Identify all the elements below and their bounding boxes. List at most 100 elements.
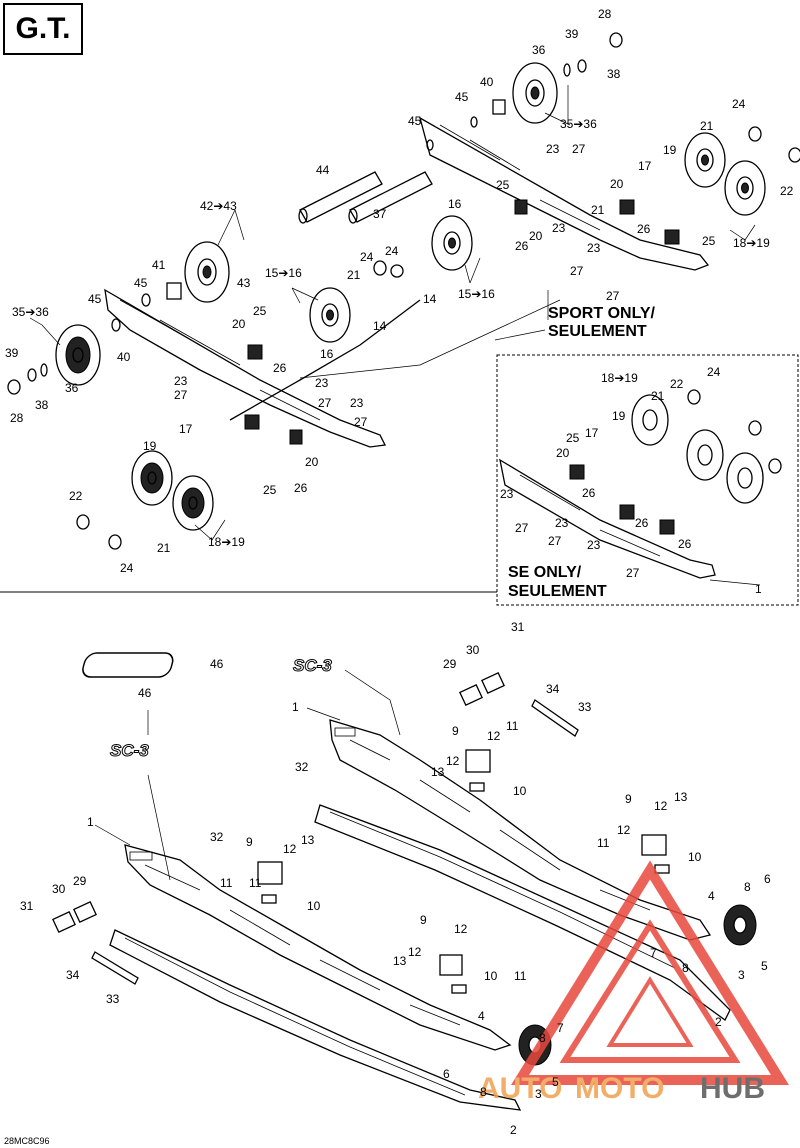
part-callout-27c: 27 — [606, 289, 620, 303]
se-idler-wheel-19-a — [631, 394, 669, 446]
slide-rail-top — [314, 804, 731, 1021]
part-callout-8c: 8 — [539, 1031, 546, 1045]
note-sport-only-line1: SPORT ONLY/ — [548, 305, 656, 322]
part-callout-26e: 26 — [582, 486, 596, 500]
se-idler-wheel-19-b — [686, 429, 724, 481]
part-callout-25d: 25 — [263, 483, 277, 497]
part-callout-1a: 1 — [755, 582, 762, 596]
part-callout-11c: 11 — [220, 876, 233, 890]
part-callout-12f: 12 — [454, 922, 468, 936]
part-callout-9d: 9 — [420, 913, 427, 927]
part-callout-12a: 12 — [487, 729, 501, 743]
part-callout-46a: 46 — [210, 657, 224, 671]
part-callout-2a: 2 — [715, 1015, 722, 1029]
part-callout-30b: 30 — [52, 882, 66, 896]
part-callout-10a: 10 — [513, 784, 527, 798]
part-callout-46b: 46 — [138, 686, 152, 700]
long-shaft-44 — [298, 171, 383, 224]
part-callout-4b: 4 — [478, 1009, 485, 1023]
part-callout-20c: 20 — [232, 317, 246, 331]
part-callout-45d: 45 — [88, 292, 102, 306]
part-callout-24b: 24 — [385, 244, 399, 258]
part-callout-11e: 11 — [514, 969, 527, 983]
part-callout-1516b: 15➔16 — [458, 287, 495, 301]
long-shaft-37 — [348, 171, 433, 224]
part-callout-3536b: 35➔36 — [12, 305, 49, 319]
part-callout-30a: 30 — [466, 643, 480, 657]
decal-text-upper: SC-3 — [293, 656, 332, 675]
part-callout-8b: 8 — [682, 961, 689, 975]
part-callout-25c: 25 — [253, 304, 267, 318]
idler-wheel-19-top-a — [684, 132, 726, 188]
se-idler-wheel-19-c — [726, 452, 764, 504]
part-callout-8a: 8 — [744, 880, 751, 894]
part-callout-28a: 28 — [598, 7, 612, 21]
part-callout-45a: 45 — [455, 90, 469, 104]
adjuster-bolt-33-lower — [91, 951, 139, 985]
part-callout-25b: 25 — [702, 234, 716, 248]
se-suspension-frame — [499, 458, 716, 579]
part-callout-24e: 24 — [707, 365, 721, 379]
part-callout-40b: 40 — [117, 350, 131, 364]
part-callout-32a: 32 — [295, 760, 309, 774]
part-callout-41: 41 — [152, 258, 166, 272]
part-callout-12b: 12 — [446, 754, 460, 768]
part-callout-23d: 23 — [174, 374, 188, 388]
part-callout-5a: 5 — [761, 959, 768, 973]
part-callout-23b: 23 — [587, 241, 601, 255]
part-callout-27b: 27 — [570, 264, 584, 278]
part-callout-11b: 11 — [597, 836, 610, 850]
part-callout-23g: 23 — [500, 487, 514, 501]
part-callout-10b: 10 — [688, 850, 702, 864]
part-callout-6b: 6 — [443, 1067, 450, 1081]
watermark-moto: MOTO — [575, 1072, 664, 1105]
part-callout-27h: 27 — [548, 534, 562, 548]
suspension-frame-rear — [329, 719, 712, 941]
part-callout-1819c: 18➔19 — [601, 371, 638, 385]
part-callout-26c: 26 — [273, 361, 287, 375]
part-callout-27a: 27 — [572, 142, 586, 156]
part-callout-28b: 28 — [10, 411, 24, 425]
part-callout-16a: 16 — [448, 197, 462, 211]
automotohub-watermark: AUTO MOTO HUB — [478, 860, 789, 1105]
part-callout-10d: 10 — [484, 969, 498, 983]
idler-wheel-19-bottom-a — [131, 450, 173, 506]
part-callout-13a: 13 — [431, 765, 445, 779]
part-callout-9b: 9 — [625, 792, 632, 806]
part-callout-27i: 27 — [626, 566, 640, 580]
idler-wheel-19-top-b — [724, 160, 766, 216]
part-callout-25e: 25 — [566, 431, 580, 445]
part-callout-39b: 39 — [5, 346, 19, 360]
part-callout-19b: 19 — [143, 439, 157, 453]
part-callout-13d: 13 — [393, 954, 407, 968]
part-callout-34b: 34 — [66, 968, 80, 982]
part-callout-9c: 9 — [246, 835, 253, 849]
part-callout-26b: 26 — [515, 239, 529, 253]
part-callout-36b: 36 — [65, 381, 79, 395]
drawing-ref-code: 28MC8C96 — [4, 1136, 50, 1146]
part-callout-32b: 32 — [210, 830, 224, 844]
sc3-decal-lower: SC-3 — [110, 741, 150, 761]
part-callout-11a: 11 — [506, 719, 519, 733]
part-callout-31b: 31 — [20, 899, 34, 913]
part-callout-21e: 21 — [651, 389, 665, 403]
part-callout-21c: 21 — [347, 268, 361, 282]
part-callout-11d: 11 — [249, 876, 262, 890]
part-callout-12d: 12 — [617, 823, 631, 837]
part-callout-1c: 1 — [87, 815, 94, 829]
part-callout-23e: 23 — [315, 376, 329, 390]
part-callout-9a: 9 — [452, 724, 459, 738]
part-callout-23h: 23 — [555, 516, 569, 530]
part-callout-4243: 42➔43 — [200, 199, 237, 213]
part-callout-23c: 23 — [552, 221, 566, 235]
slide-rail-bottom — [109, 929, 522, 1111]
adjuster-bolt-33-upper — [531, 699, 579, 737]
idler-wheel-36-top — [512, 62, 558, 124]
part-callout-12c: 12 — [654, 799, 668, 813]
part-callout-3b: 3 — [535, 1087, 542, 1101]
part-callout-3536a: 35➔36 — [560, 117, 597, 131]
part-callout-40a: 40 — [480, 75, 494, 89]
small-hardware — [7, 32, 800, 550]
idler-wheel-36-left — [55, 324, 101, 386]
part-callout-26d: 26 — [294, 481, 308, 495]
